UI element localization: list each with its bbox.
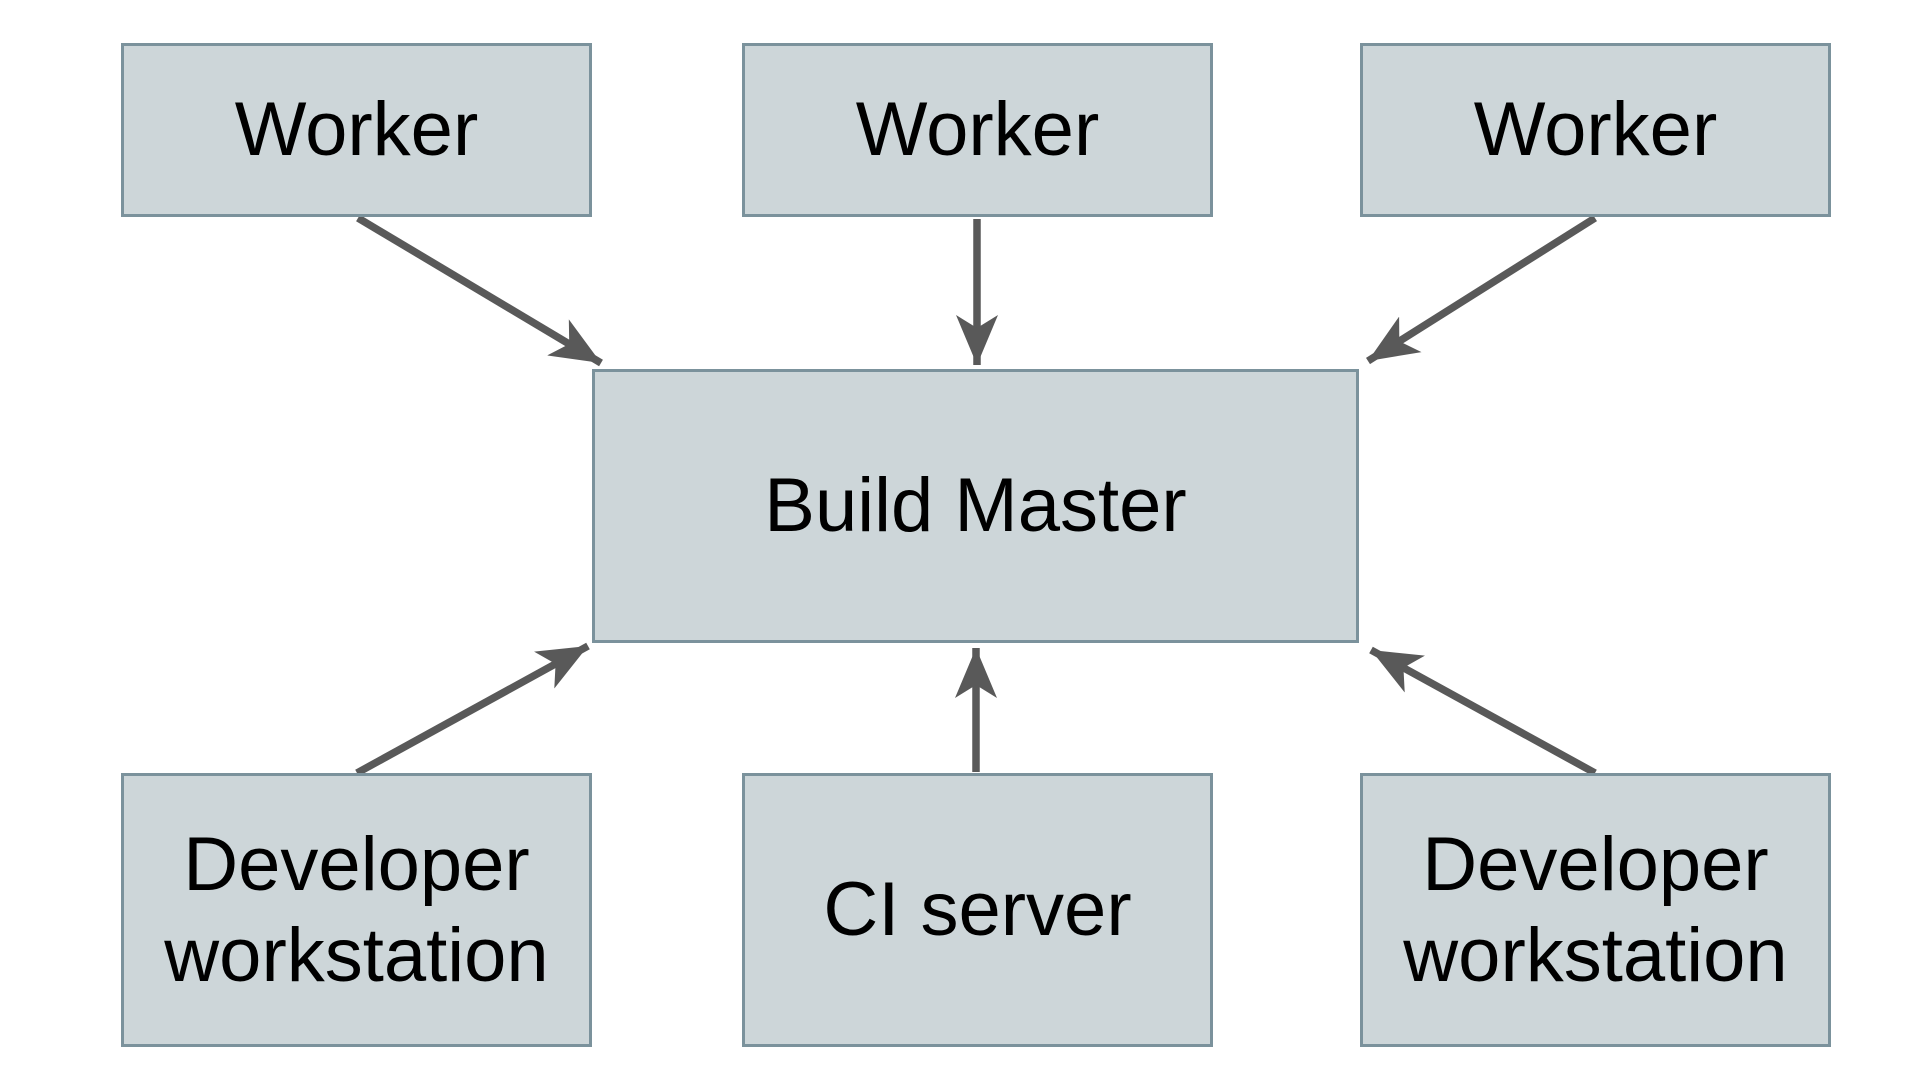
arrow-worker-3-to-build-master [1366,214,1597,365]
node-label: Worker [855,87,1100,173]
node-label: Worker [234,87,479,173]
node-build-master: Build Master [592,369,1359,643]
node-ci-server: CI server [742,773,1213,1047]
node-worker-1: Worker [121,43,592,217]
arrow-developer-workstation-1-to-build-master [355,642,590,777]
node-developer-workstation-1: Developer workstation [121,773,592,1047]
node-label: Developer workstation [1403,821,1788,998]
arrow-developer-workstation-2-to-build-master [1369,646,1597,777]
node-label: Build Master [764,463,1187,549]
node-worker-2: Worker [742,43,1213,217]
node-label: CI server [823,867,1132,953]
node-label: Developer workstation [164,821,549,998]
arrow-worker-1-to-build-master [356,214,603,367]
node-developer-workstation-2: Developer workstation [1360,773,1831,1047]
node-label: Worker [1473,87,1718,173]
node-worker-3: Worker [1360,43,1831,217]
